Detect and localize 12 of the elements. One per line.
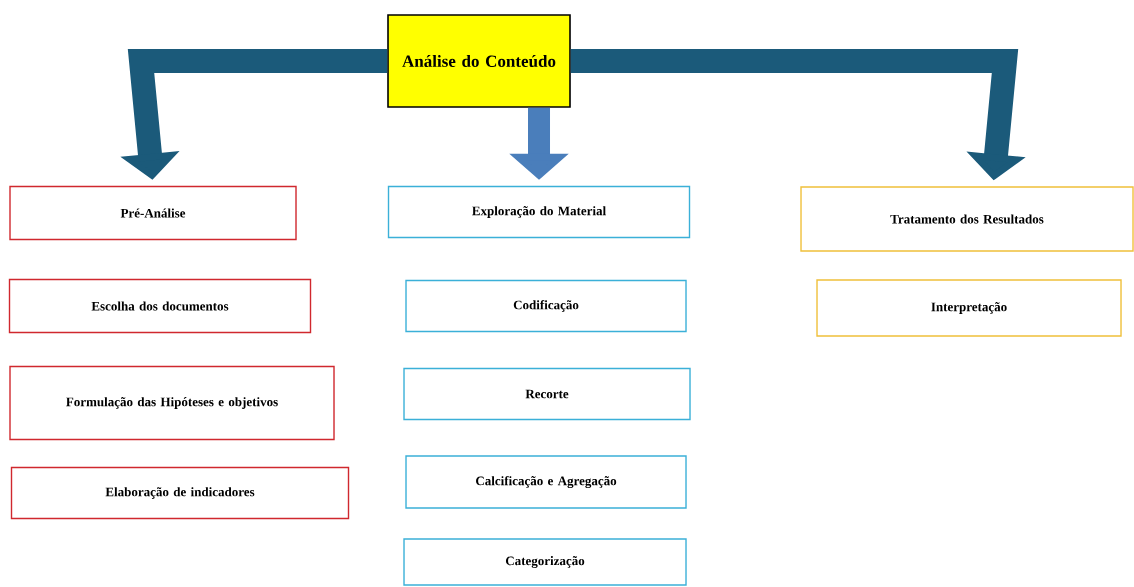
step-box: Escolha dos documentos xyxy=(8,278,312,334)
step-box: Interpretação xyxy=(816,279,1122,337)
step-box: Elaboração de indicadores xyxy=(10,466,350,520)
step-box: Calcificação e Agregação xyxy=(405,455,687,509)
step-box: Codificação xyxy=(405,279,687,333)
step-box: Tratamento dos Resultados xyxy=(800,186,1134,252)
step-box: Categorização xyxy=(403,538,687,586)
step-box: Pré-Análise xyxy=(9,185,297,241)
step-box: Formulação das Hipóteses e objetivos xyxy=(9,365,335,441)
step-box: Recorte xyxy=(403,367,691,421)
title-box: Análise do Conteúdo xyxy=(387,14,571,108)
step-box: Exploração do Material xyxy=(387,185,691,239)
